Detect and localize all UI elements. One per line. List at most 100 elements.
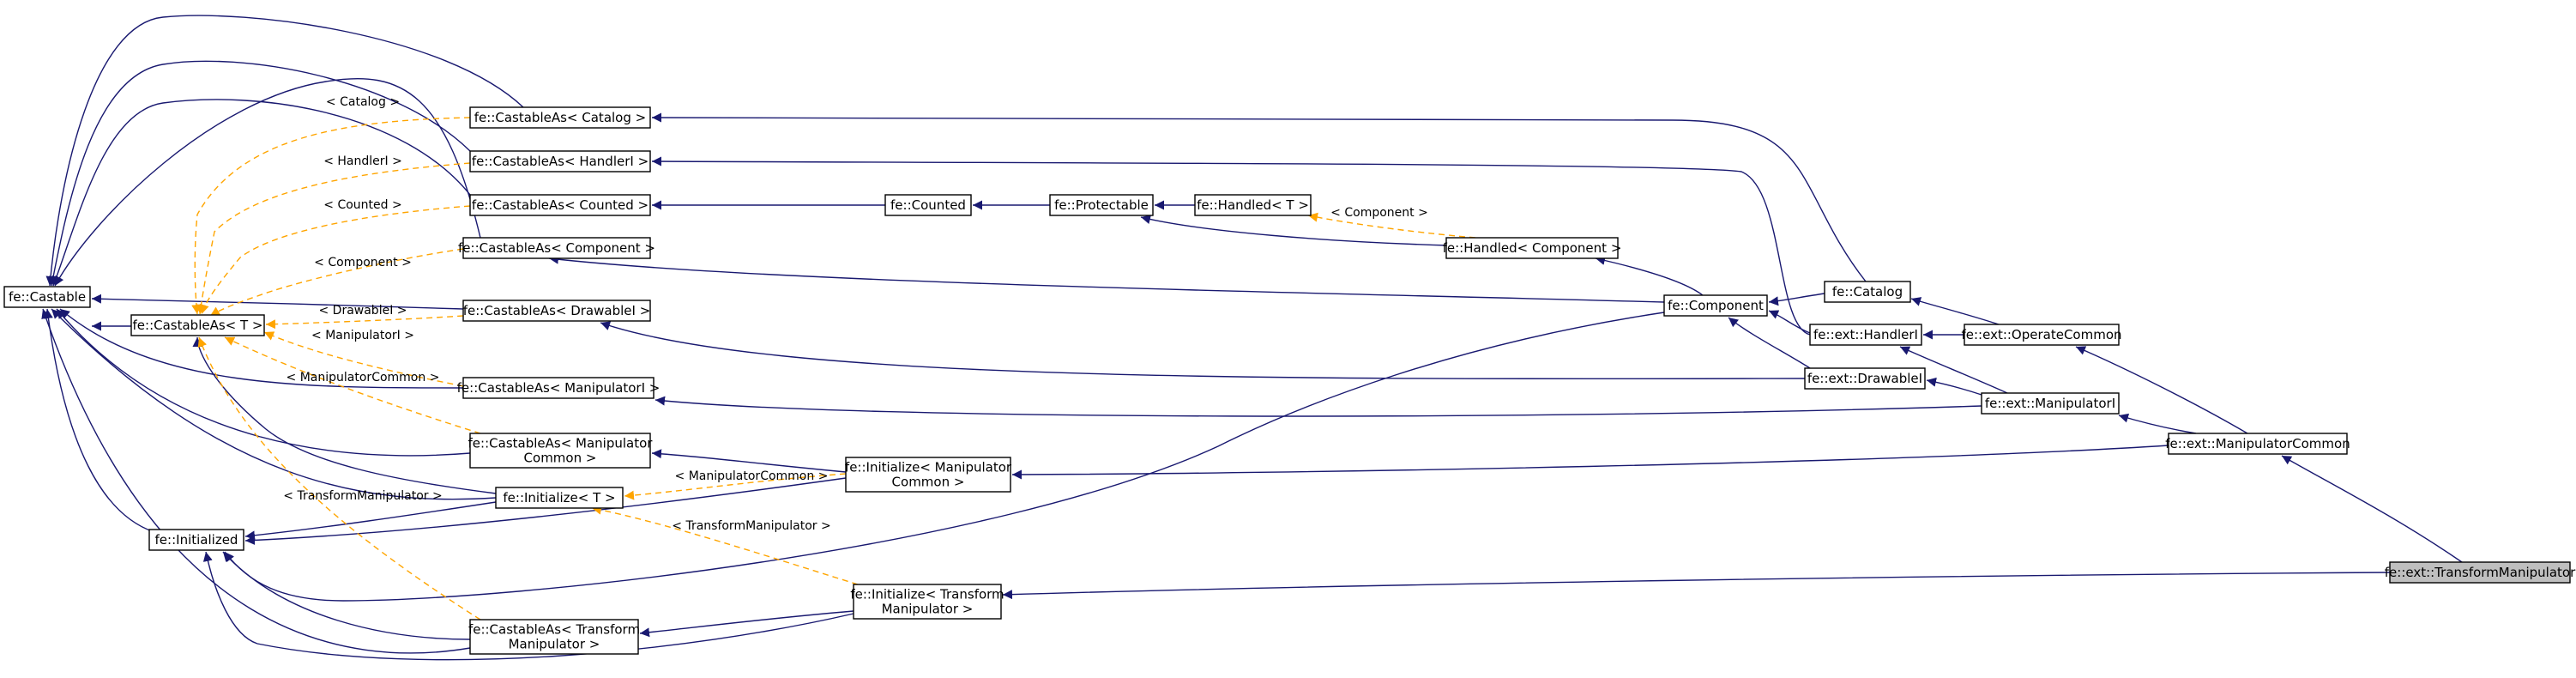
inheritance-edge-init_transform-to-ca_transform <box>639 610 854 638</box>
class-node-handled_t[interactable]: fe::Handled< T > <box>1194 194 1312 216</box>
class-box <box>148 529 244 551</box>
class-box <box>1804 367 1926 390</box>
inheritance-edge-drawablei-to-ca_drawablei <box>600 321 1806 380</box>
template-edge-ca_component-to-castas_t <box>209 248 464 317</box>
class-node-component[interactable]: fe::Component <box>1663 294 1768 317</box>
edge-label-manipi: < ManipulatorI > <box>311 329 414 342</box>
inheritance-edge-ca_component-to-castable <box>54 77 481 287</box>
inheritance-edge-ca_catalog-to-castable <box>45 15 524 287</box>
inheritance-edge-component-to-initialized <box>224 312 1665 602</box>
edge-label-manipcommon: < ManipulatorCommon > <box>287 371 440 384</box>
class-name-text: Common > <box>892 475 965 490</box>
class-node-init_manipcommon[interactable]: fe::Initialize< ManipulatorCommon > <box>845 457 1012 493</box>
inheritance-edge-manipcommon-to-operatecommon <box>2075 346 2248 434</box>
inheritance-edge-initialize_t-to-castable <box>51 308 497 500</box>
class-box <box>462 300 651 322</box>
template-edge-ca_counted-to-castas_t <box>200 205 471 315</box>
class-node-manipcommon[interactable]: fe::ext::ManipulatorCommon <box>2165 433 2350 455</box>
inheritance-edge-manipulatori-to-handleri <box>1899 346 2008 394</box>
class-node-catalog[interactable]: fe::Catalog <box>1824 281 1911 303</box>
class-name-text: fe::CastableAs< T > <box>133 318 263 333</box>
class-name-text: fe::CastableAs< Component > <box>458 240 655 256</box>
class-box <box>853 584 1002 620</box>
inheritance-edge-ca_transform-to-castable <box>41 308 471 654</box>
edge-label-handled_comp: < Component > <box>1330 206 1428 220</box>
inheritance-edge-manipcommon-to-init_manipcommon <box>1011 445 2169 480</box>
class-name-text: fe::ext::ManipulatorCommon <box>2165 436 2350 451</box>
class-node-castable[interactable]: fe::Castable <box>3 286 91 308</box>
class-name-text: fe::ext::TransformManipulator <box>2385 565 2576 580</box>
class-box <box>1663 294 1768 317</box>
class-box <box>469 433 651 469</box>
class-node-ca_manipcommon[interactable]: fe::CastableAs< ManipulatorCommon > <box>468 433 654 469</box>
class-node-ca_counted[interactable]: fe::CastableAs< Counted > <box>469 194 651 216</box>
class-name-text: fe::Initialize< T > <box>503 490 615 505</box>
class-name-text: fe::ext::ManipulatorI <box>1985 396 2115 411</box>
class-node-counted[interactable]: fe::Counted <box>884 194 972 216</box>
class-name-text: fe::CastableAs< Catalog > <box>474 110 646 125</box>
inheritance-edge-handled_comp-to-protectable <box>1140 215 1451 246</box>
inheritance-edge-init_transform-to-initialized <box>202 551 854 661</box>
class-box <box>2389 561 2571 584</box>
template-edge-init_transform-to-initialize_t <box>591 505 859 585</box>
class-name-text: fe::ext::HandlerI <box>1813 327 1918 342</box>
class-box <box>462 377 655 399</box>
template-edge-handled_comp-to-handled_t <box>1307 212 1476 239</box>
class-box <box>469 619 639 655</box>
class-box <box>1981 392 2120 415</box>
class-name-text: fe::CastableAs< Transform <box>468 622 640 638</box>
class-node-init_transform[interactable]: fe::Initialize< TransformManipulator > <box>850 584 1004 620</box>
edge-label-counted: < Counted > <box>323 198 401 212</box>
inheritance-edge-catalog-to-component <box>1768 293 1825 306</box>
class-node-ca_drawablei[interactable]: fe::CastableAs< DrawableI > <box>462 300 651 322</box>
class-node-protectable[interactable]: fe::Protectable <box>1049 194 1154 216</box>
class-node-transform[interactable]: fe::ext::TransformManipulator <box>2385 561 2576 584</box>
class-node-manipulatori[interactable]: fe::ext::ManipulatorI <box>1981 392 2120 415</box>
class-box <box>130 314 265 336</box>
template-edge-ca_manipcommon-to-castas_t <box>224 336 481 434</box>
inheritance-edge-transform-to-init_transform <box>1002 572 2391 600</box>
class-box <box>462 237 651 259</box>
class-node-initialized[interactable]: fe::Initialized <box>148 529 244 551</box>
inheritance-edge-operatecommon-to-catalog <box>1910 297 2000 325</box>
class-name-text: Manipulator > <box>882 602 974 617</box>
class-node-initialize_t[interactable]: fe::Initialize< T > <box>495 487 624 509</box>
class-box <box>2168 433 2348 455</box>
class-node-ca_transform[interactable]: fe::CastableAs< TransformManipulator > <box>468 619 640 655</box>
inheritance-edge-init_manipcommon-to-ca_manipcommon <box>651 449 847 473</box>
class-name-text: fe::Initialized <box>155 532 238 548</box>
inheritance-edge-handleri-to-ca_handleri <box>651 156 1811 336</box>
class-node-handleri[interactable]: fe::ext::HandlerI <box>1809 324 1922 346</box>
class-name-text: fe::CastableAs< DrawableI > <box>463 303 651 318</box>
inheritance-edge-ca_manipcommon-to-castable <box>56 308 471 457</box>
class-node-ca_catalog[interactable]: fe::CastableAs< Catalog > <box>469 106 651 129</box>
inheritance-edge-ca_drawablei-to-castable <box>91 294 464 310</box>
class-name-text: fe::CastableAs< ManipulatorI > <box>457 380 661 396</box>
class-box <box>884 194 972 216</box>
class-name-text: fe::CastableAs< HandlerI > <box>472 154 649 169</box>
class-name-text: Manipulator > <box>509 637 600 652</box>
inheritance-edge-init_manipcommon-to-initialized <box>244 477 847 545</box>
inheritance-edge-manipcommon-to-manipulatori <box>2118 413 2197 434</box>
class-node-drawablei[interactable]: fe::ext::DrawableI <box>1804 367 1926 390</box>
edge-label-init_manipcommon: < ManipulatorCommon > <box>675 469 829 483</box>
inheritance-edge-catalog-to-ca_catalog <box>651 112 1867 282</box>
class-box <box>1809 324 1922 346</box>
inheritance-edge-manipulatori-to-drawablei <box>1926 377 1982 396</box>
class-node-castas_t[interactable]: fe::CastableAs< T > <box>130 314 265 336</box>
class-box <box>469 150 651 173</box>
class-node-handled_comp[interactable]: fe::Handled< Component > <box>1443 237 1622 259</box>
template-edge-ca_handleri-to-castas_t <box>196 162 471 315</box>
template-edge-ca_transform-to-castas_t <box>197 336 481 620</box>
class-name-text: fe::Protectable <box>1054 197 1149 213</box>
class-box <box>495 487 624 509</box>
class-name-text: fe::ext::DrawableI <box>1807 371 1922 386</box>
class-node-operatecommon[interactable]: fe::ext::OperateCommon <box>1961 324 2122 346</box>
inheritance-edge-initialized-to-castable <box>43 308 155 533</box>
class-node-ca_manipi[interactable]: fe::CastableAs< ManipulatorI > <box>457 377 661 399</box>
class-node-ca_handleri[interactable]: fe::CastableAs< HandlerI > <box>469 150 651 173</box>
class-name-text: fe::Castable <box>9 289 86 305</box>
class-name-text: fe::CastableAs< Manipulator <box>468 436 654 451</box>
class-node-ca_component[interactable]: fe::CastableAs< Component > <box>458 237 655 259</box>
